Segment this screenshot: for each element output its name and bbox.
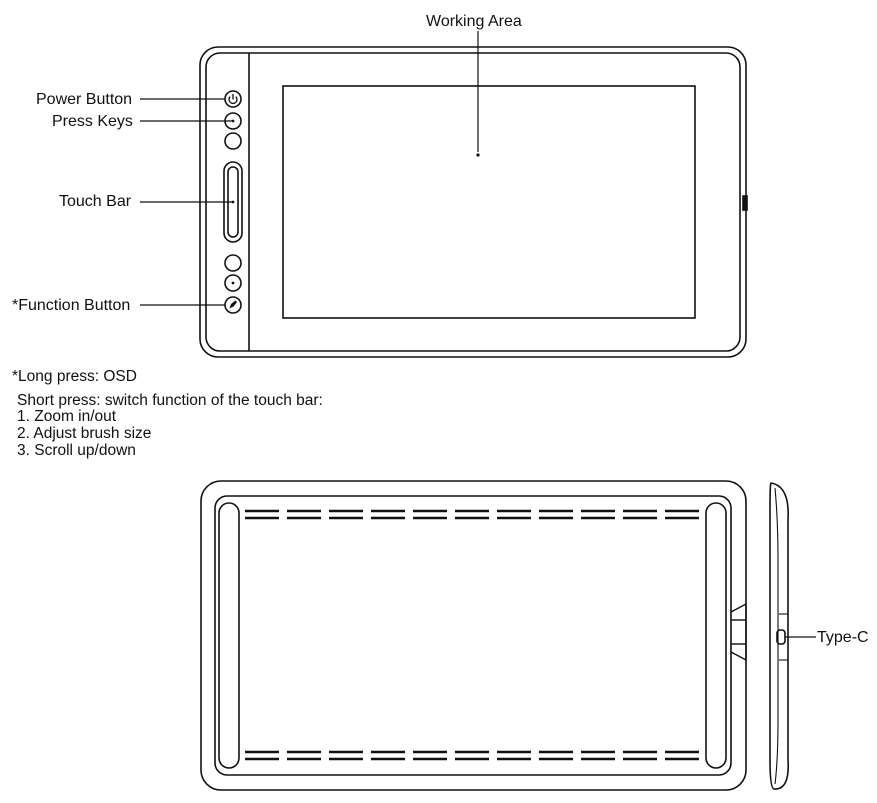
front-outer-body — [199, 46, 747, 358]
stand-bracket — [730, 602, 747, 662]
short-press-note: Short press: switch function of the touc… — [17, 392, 323, 409]
back-outer-body — [200, 480, 747, 791]
working-area-screen — [282, 85, 696, 319]
back-inner-panel — [214, 495, 732, 776]
back-view — [200, 480, 747, 791]
note-item: 3. Scroll up/down — [17, 442, 136, 459]
function-button-label: *Function Button — [12, 297, 131, 314]
note-item: 2. Adjust brush size — [17, 425, 152, 442]
note-item: 1. Zoom in/out — [17, 408, 117, 425]
leader-dots — [231, 119, 480, 285]
press-key-3 — [224, 254, 242, 272]
back-foot-left — [218, 502, 240, 769]
long-press-note: *Long press: OSD — [12, 368, 137, 385]
power-button-label: Power Button — [36, 91, 133, 108]
side-profile — [769, 482, 790, 790]
touch-bar-label: Touch Bar — [59, 193, 132, 210]
front-inner-body — [205, 52, 741, 352]
press-keys-label: Press Keys — [52, 113, 133, 130]
type-c-label: Type-C — [817, 629, 869, 646]
pen-icon — [229, 300, 237, 309]
power-icon — [228, 94, 238, 105]
side-button — [742, 195, 748, 211]
press-key-2 — [224, 132, 242, 150]
side-view — [769, 482, 816, 790]
press-key-4 — [224, 274, 242, 292]
side-edge-line — [774, 487, 779, 785]
front-view — [140, 31, 748, 358]
back-foot-right — [705, 502, 727, 769]
working-area-label: Working Area — [426, 13, 522, 30]
leader-lines — [140, 31, 479, 306]
vent-lines — [245, 509, 699, 761]
